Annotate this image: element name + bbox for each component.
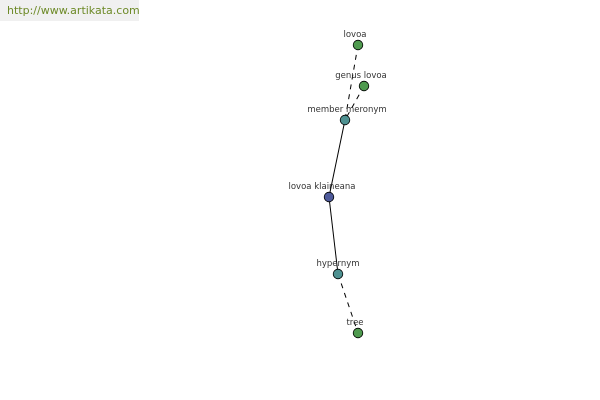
edge-genus-lovoa-to-member-meronym [344, 85, 365, 121]
edge-member-meronym-to-lovoa-klaineana [328, 119, 346, 198]
node-lovoa[interactable] [352, 39, 364, 51]
node-label-hypernym[interactable]: hypernym [316, 259, 359, 269]
node-label-genus-lovoa[interactable]: genus lovoa [335, 71, 387, 81]
node-label-tree[interactable]: tree [346, 318, 363, 328]
node-genus-lovoa[interactable] [358, 80, 370, 92]
edge-lovoa-klaineana-to-hypernym [328, 196, 339, 275]
labels-layer: lovoa genus lovoa member meronym lovoa klai… [289, 30, 387, 328]
node-tree[interactable] [352, 327, 364, 339]
edge-hypernym-to-tree [337, 273, 359, 334]
node-member-meronym[interactable] [339, 114, 351, 126]
edges-layer [328, 44, 365, 334]
node-lovoa-klaineana[interactable] [323, 191, 335, 203]
node-label-member-meronym[interactable]: member meronym [307, 105, 386, 115]
node-hypernym[interactable] [332, 268, 344, 280]
edge-lovoa-to-member-meronym [344, 44, 359, 121]
node-label-lovoa-klaineana[interactable]: lovoa klaineana [289, 182, 356, 192]
node-label-lovoa[interactable]: lovoa [343, 30, 366, 40]
artikata-url-link[interactable]: http://www.artikata.com [0, 0, 140, 21]
nodes-layer [323, 39, 370, 339]
